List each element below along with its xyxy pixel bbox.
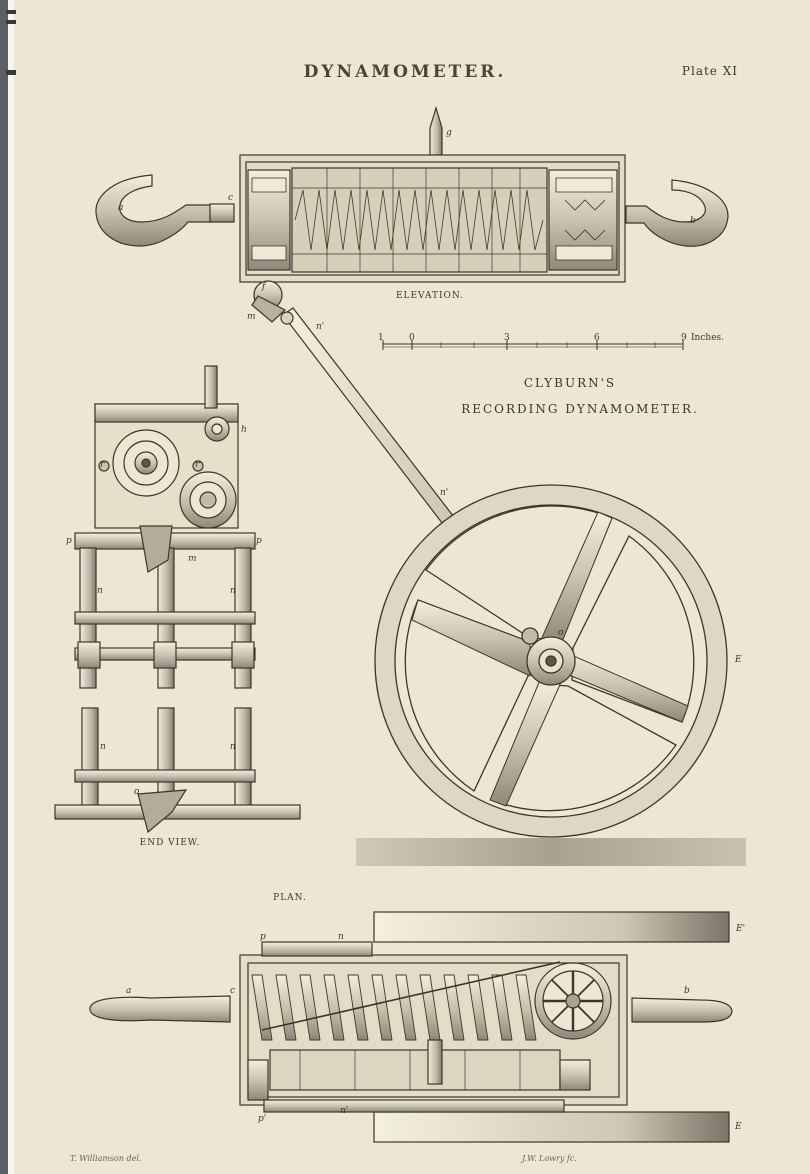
recording-drum (291, 167, 548, 273)
label-r: r (100, 460, 105, 470)
plan-view (89, 911, 733, 1143)
scale-tick-label: 0 (409, 333, 415, 343)
end-bevel-gear-top (139, 525, 173, 573)
hook-left-shank (209, 203, 235, 223)
label-m: m (247, 312, 256, 322)
plan-hook-left (89, 995, 231, 1023)
label-c: c (230, 986, 236, 996)
label-E: E (735, 655, 742, 665)
label-a: a (118, 203, 124, 213)
label-p: p (66, 536, 72, 546)
label-n1: n' (316, 322, 325, 332)
elevation-view (95, 105, 729, 323)
label-p: p (260, 932, 266, 942)
caption-plan: PLAN. (273, 893, 307, 903)
scale-tick-label: 9 (681, 333, 687, 343)
label-g: g (446, 128, 452, 138)
label-n1: n' (440, 488, 449, 498)
scan-mark (6, 20, 16, 24)
plan-drum (269, 1049, 561, 1091)
plan-hook-right (631, 997, 733, 1023)
plate-number: Plate XI (681, 64, 738, 78)
spring-trace (294, 189, 544, 251)
plan-wheel-bottom (373, 1111, 730, 1143)
label-h: h (241, 425, 247, 435)
label-E: E (735, 1122, 742, 1132)
scan-mark (6, 70, 16, 75)
label-E1: E' (736, 924, 746, 934)
subtitle-line2: RECORDING DYNAMOMETER. (461, 402, 699, 416)
label-n: n (338, 932, 344, 942)
label-m: m (188, 554, 197, 564)
scale-tick-label: 3 (504, 333, 510, 343)
draughtsman-credit: T. Williamson del. (70, 1154, 142, 1163)
hook-left (95, 174, 213, 247)
label-n: n (97, 586, 103, 596)
label-b: b (684, 986, 690, 996)
page-edge-highlight (8, 0, 14, 1174)
end-view (54, 365, 301, 834)
label-o: o (558, 628, 564, 638)
engraver-credit: J.W. Lowry fc. (522, 1154, 577, 1163)
plan-wheel-top (373, 911, 730, 943)
label-a: a (126, 986, 132, 996)
scale-unit: Inches. (691, 333, 724, 343)
scale-bar (382, 340, 684, 350)
label-n: n (230, 586, 236, 596)
caption-end-view: END VIEW. (139, 838, 201, 848)
label-o: o (134, 787, 140, 797)
label-p: p (256, 536, 262, 546)
label-b: b (690, 216, 696, 226)
plate-title: DYNAMOMETER. (303, 62, 507, 82)
subtitle-line1: CLYBURN'S (523, 376, 617, 390)
road-wheel (374, 484, 728, 838)
ground-line (356, 838, 746, 866)
label-r: r (195, 460, 200, 470)
label-f: f (262, 282, 266, 292)
scan-mark (6, 10, 16, 14)
hook-right (625, 179, 729, 247)
wheel-eccentric (521, 627, 539, 645)
caption-elevation: ELEVATION. (395, 291, 465, 301)
top-eye (429, 105, 443, 156)
label-p1: p' (258, 1114, 267, 1124)
label-c: c (228, 193, 234, 203)
label-n1: n' (340, 1106, 349, 1116)
scale-tick-label: 1 (378, 333, 384, 343)
end-bevel-gear (137, 789, 188, 834)
scale-tick-label: 6 (594, 333, 600, 343)
label-n: n (100, 742, 106, 752)
plan-springs (251, 974, 537, 1041)
label-n: n (230, 742, 236, 752)
